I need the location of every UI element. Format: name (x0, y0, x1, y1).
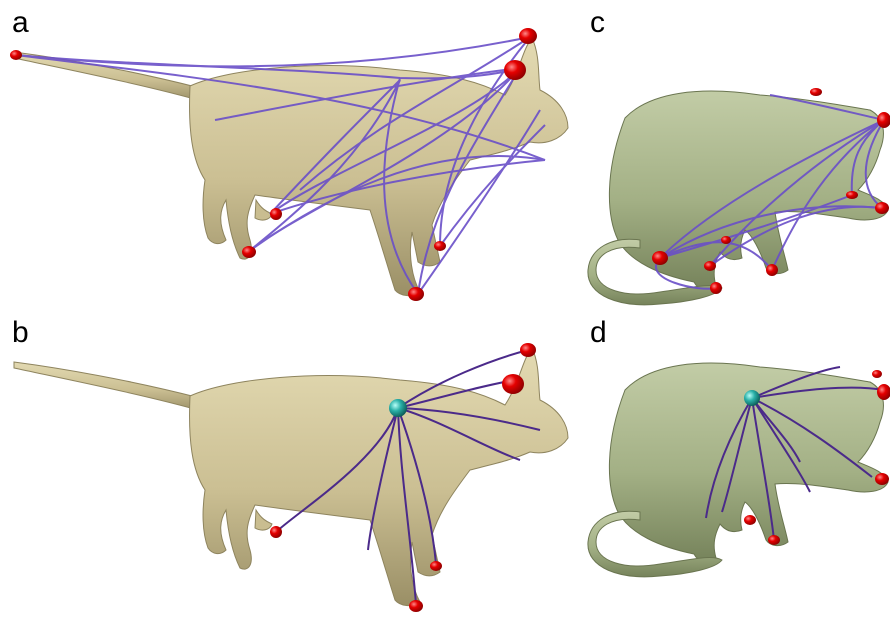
panel-b (14, 343, 568, 612)
panel-d (588, 363, 890, 577)
panel-c (588, 88, 890, 305)
centroid-marker (389, 399, 407, 417)
cat-model-crouching (588, 363, 888, 577)
panel-a (10, 28, 568, 301)
centroid-marker (744, 390, 760, 406)
